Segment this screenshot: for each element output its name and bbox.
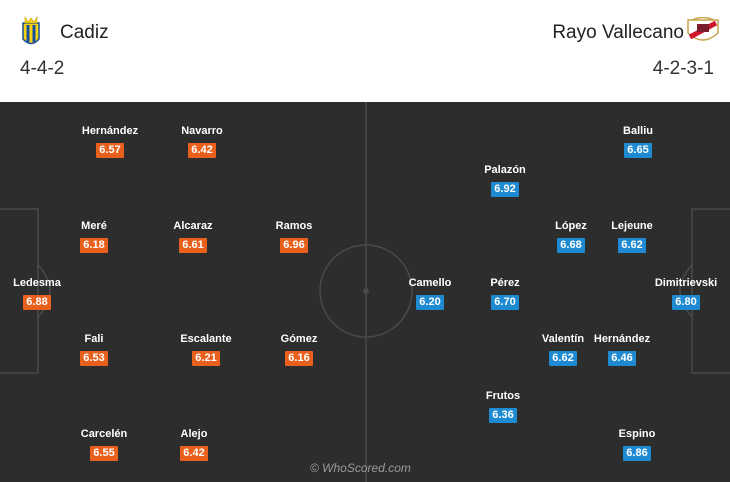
- player-name: Palazón: [484, 164, 526, 176]
- home-player[interactable]: Escalante 6.21: [166, 332, 246, 366]
- player-rating: 6.80: [672, 295, 700, 310]
- home-player[interactable]: Alejo 6.42: [154, 427, 234, 461]
- player-rating: 6.16: [285, 351, 313, 366]
- player-rating: 6.53: [80, 351, 108, 366]
- player-rating: 6.55: [90, 446, 118, 461]
- player-name: Camello: [408, 277, 452, 289]
- home-player[interactable]: Carcelén 6.55: [64, 427, 144, 461]
- home-player[interactable]: Hernández 6.57: [70, 124, 150, 158]
- player-rating: 6.70: [491, 295, 519, 310]
- player-name: Fali: [84, 333, 104, 345]
- player-name: Meré: [81, 220, 107, 232]
- player-rating: 6.92: [491, 182, 519, 197]
- player-rating: 6.62: [549, 351, 577, 366]
- player-name: Gómez: [280, 333, 318, 345]
- cadiz-crest-icon: [22, 15, 40, 45]
- home-formation: 4-4-2: [20, 58, 65, 79]
- player-rating: 6.96: [280, 238, 308, 253]
- away-player[interactable]: López 6.68: [531, 219, 611, 253]
- player-name: Dimitrievski: [654, 277, 718, 289]
- player-name: López: [555, 220, 587, 232]
- player-rating: 6.42: [180, 446, 208, 461]
- home-player[interactable]: Meré 6.18: [54, 219, 134, 253]
- player-name: Escalante: [180, 333, 232, 345]
- home-player[interactable]: Navarro 6.42: [162, 124, 242, 158]
- player-rating: 6.46: [608, 351, 636, 366]
- player-rating: 6.20: [416, 295, 444, 310]
- player-rating: 6.88: [23, 295, 51, 310]
- player-rating: 6.68: [557, 238, 585, 253]
- player-name: Espino: [618, 428, 656, 440]
- pitch: Hernández 6.57 Navarro 6.42 Meré 6.18 Al…: [0, 102, 730, 482]
- player-name: Valentín: [541, 333, 585, 345]
- away-player[interactable]: Frutos 6.36: [463, 389, 543, 423]
- away-player[interactable]: Dimitrievski 6.80: [646, 276, 726, 310]
- player-name: Carcelén: [80, 428, 128, 440]
- player-name: Balliu: [623, 125, 653, 137]
- player-name: Navarro: [181, 125, 223, 137]
- away-player[interactable]: Camello 6.20: [390, 276, 470, 310]
- away-player[interactable]: Balliu 6.65: [598, 124, 678, 158]
- player-name: Frutos: [485, 390, 521, 402]
- player-name: Alejo: [180, 428, 208, 440]
- match-header: Cadiz 4-4-2 Rayo Vallecano 4-2-3-1: [0, 0, 730, 102]
- player-name: Hernández: [81, 125, 139, 137]
- player-name: Alcaraz: [173, 220, 213, 232]
- player-name: Ledesma: [13, 277, 61, 289]
- player-rating: 6.21: [192, 351, 220, 366]
- away-team-name[interactable]: Rayo Vallecano: [552, 22, 684, 43]
- player-rating: 6.61: [179, 238, 207, 253]
- player-name: Lejeune: [611, 220, 653, 232]
- away-player[interactable]: Hernández 6.46: [582, 332, 662, 366]
- away-player[interactable]: Espino 6.86: [597, 427, 677, 461]
- rayo-vallecano-crest-icon: [687, 17, 719, 41]
- home-player[interactable]: Gómez 6.16: [259, 332, 339, 366]
- player-rating: 6.57: [96, 143, 124, 158]
- player-name: Ramos: [275, 220, 313, 232]
- away-player[interactable]: Palazón 6.92: [465, 163, 545, 197]
- home-team-name[interactable]: Cadiz: [60, 22, 109, 43]
- player-rating: 6.65: [624, 143, 652, 158]
- away-player[interactable]: Valentín 6.62: [523, 332, 603, 366]
- player-rating: 6.62: [618, 238, 646, 253]
- whoscored-watermark: © WhoScored.com: [310, 461, 411, 475]
- player-rating: 6.18: [80, 238, 108, 253]
- home-player[interactable]: Ramos 6.96: [254, 219, 334, 253]
- player-rating: 6.42: [188, 143, 216, 158]
- home-player[interactable]: Ledesma 6.88: [0, 276, 77, 310]
- player-rating: 6.86: [623, 446, 651, 461]
- player-name: Pérez: [490, 277, 520, 289]
- home-player[interactable]: Fali 6.53: [54, 332, 134, 366]
- away-formation: 4-2-3-1: [652, 58, 714, 79]
- away-player[interactable]: Pérez 6.70: [465, 276, 545, 310]
- pitch-markings: [0, 102, 730, 482]
- player-rating: 6.36: [489, 408, 517, 423]
- away-player[interactable]: Lejeune 6.62: [592, 219, 672, 253]
- home-player[interactable]: Alcaraz 6.61: [153, 219, 233, 253]
- player-name: Hernández: [593, 333, 651, 345]
